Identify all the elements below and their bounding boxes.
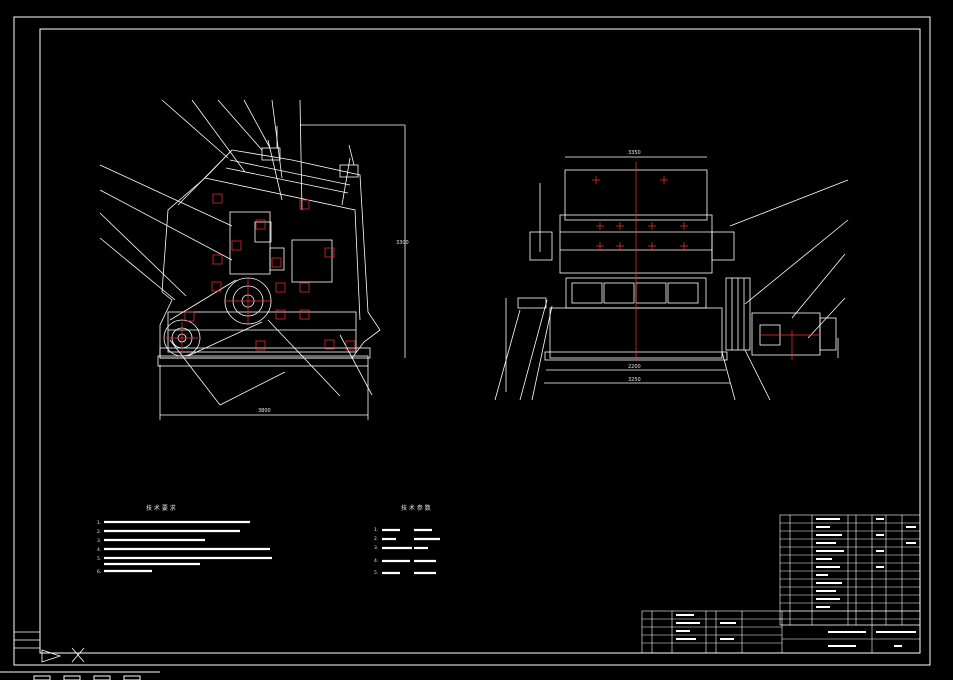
layout-tabs-strip[interactable] [0,671,160,680]
left-view-center-marks [166,193,356,354]
parameter-label-3: 3. [374,545,378,551]
requirement-line-6: 6. [97,569,101,575]
requirement-line-1: 1. [97,520,101,526]
parameter-label-5: 5. [374,570,378,576]
left-view-height-dimension: 3300 [396,240,409,246]
technical-parameters-title: 技 术 参 数 [401,504,431,512]
right-view-top-dimension: 3350 [628,150,641,156]
requirement-line-4: 4. [97,547,101,553]
parameter-label-4: 4. [374,558,378,564]
left-view-width-dimension: 3800 [258,408,271,414]
requirement-line-5: 5. [97,556,101,562]
technical-requirements-list: 1. 2. 3. 4. 5. 6. [97,520,272,575]
ucs-axis-icon [14,631,85,663]
right-front-view [494,156,849,401]
requirement-line-2: 2. [97,529,101,535]
right-view-mid-dimension: 2200 [628,364,641,370]
left-side-view [99,99,406,420]
technical-parameters-list: 1. 2. 3. 4. 5. [374,527,440,576]
title-block-fill [676,614,916,647]
technical-requirements-title: 技 术 要 求 [146,504,176,512]
parameter-label-1: 1. [374,527,378,533]
title-block [641,610,921,654]
drawing-frame [13,16,931,666]
parts-list-fill [816,518,916,608]
right-view-bottom-dimension: 3250 [628,377,641,383]
parameter-label-2: 2. [374,536,378,542]
requirement-line-3: 3. [97,538,101,544]
right-view-center-marks [592,162,820,360]
